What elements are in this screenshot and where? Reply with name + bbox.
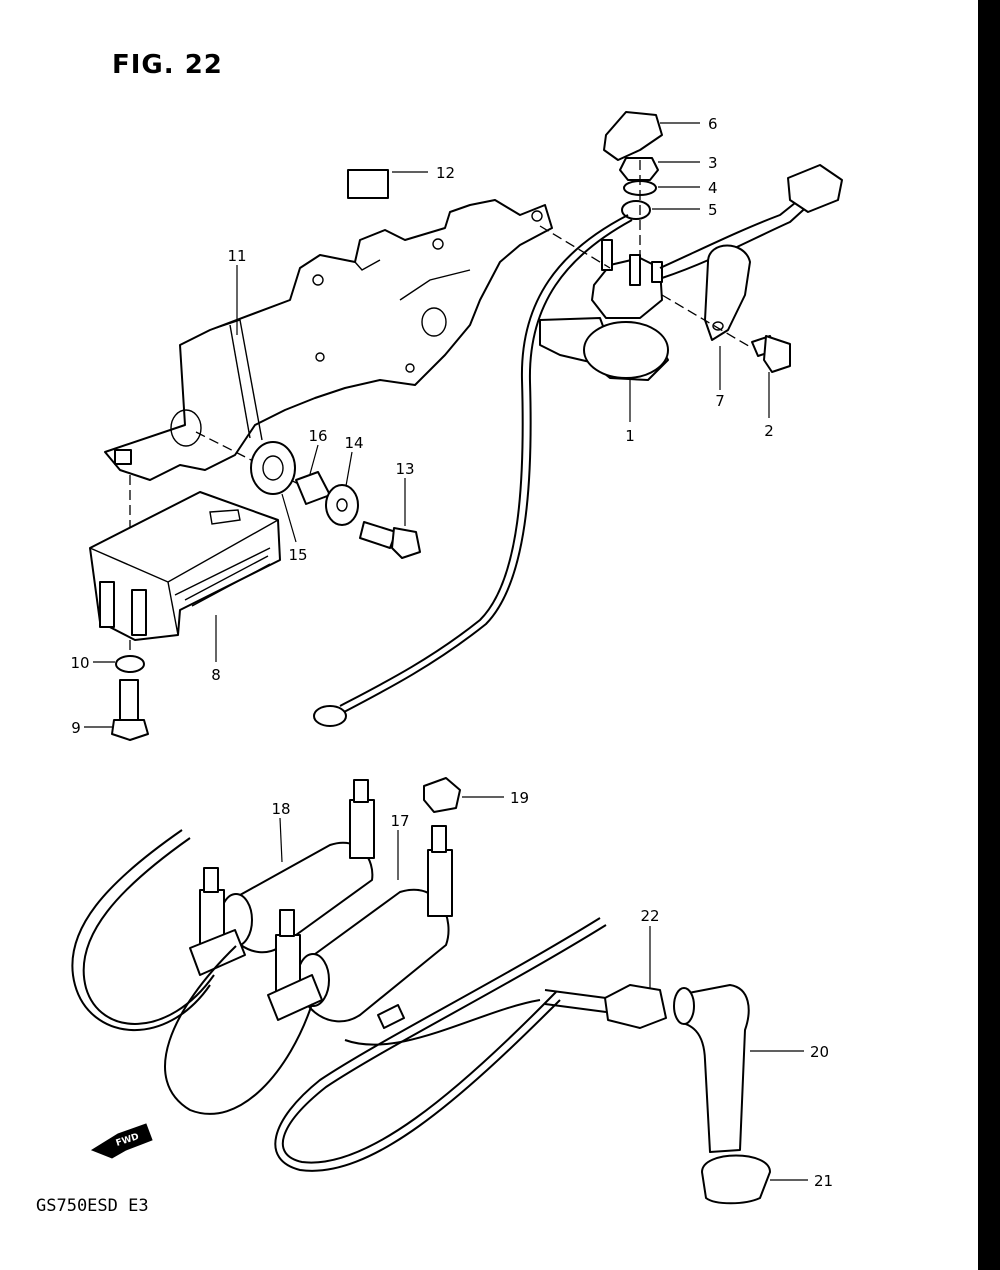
wire-terminal [621, 200, 651, 220]
callout-4: 4 [708, 179, 718, 197]
page-edge-bar [978, 0, 1000, 1270]
mounting-bracket [104, 199, 553, 481]
igniter-screw [111, 679, 149, 741]
callout-6: 6 [708, 115, 718, 133]
coil-nut [423, 777, 461, 813]
callout-leaders [84, 122, 808, 1181]
callout-21: 21 [814, 1172, 833, 1190]
callout-10: 10 [70, 654, 89, 672]
terminal-cap [603, 111, 663, 161]
fwd-arrow-icon: FWD [90, 1123, 153, 1159]
figure-title: FIG. 22 [112, 50, 223, 80]
callout-14: 14 [344, 434, 363, 452]
earth-lead [339, 214, 629, 707]
relay-harness [659, 194, 806, 269]
igniter-unit [89, 491, 281, 641]
callout-9: 9 [71, 719, 81, 737]
callout-12: 12 [436, 164, 455, 182]
starter-relay [539, 239, 669, 381]
callout-20: 20 [810, 1043, 829, 1061]
harness-connector [787, 164, 843, 213]
callout-8: 8 [211, 666, 221, 684]
callout-labels: 1 2 3 4 5 6 7 8 9 10 11 12 13 14 15 16 1… [70, 115, 833, 1190]
boot-seal [604, 984, 667, 1029]
high-tension-leads [71, 829, 607, 1172]
ignition-coil-front [267, 825, 453, 1029]
ignition-coil-rear [189, 779, 375, 976]
model-code: GS750ESD E3 [36, 1196, 149, 1216]
callout-13: 13 [395, 460, 414, 478]
spark-plug-cap [677, 984, 750, 1153]
bracket-clip [347, 169, 389, 199]
callout-2: 2 [764, 422, 774, 440]
callout-16: 16 [308, 427, 327, 445]
callout-17: 17 [390, 812, 409, 830]
igniter-washer [115, 655, 145, 673]
spacer [295, 471, 331, 505]
terminal-nut [619, 157, 659, 181]
callout-18: 18 [271, 800, 290, 818]
wire-clamp [704, 244, 751, 341]
cap-cover [701, 1154, 771, 1205]
callout-7: 7 [715, 392, 725, 410]
callout-11: 11 [227, 247, 246, 265]
callout-5: 5 [708, 201, 718, 219]
callout-19: 19 [510, 789, 529, 807]
mount-bolt [359, 521, 421, 559]
callout-15: 15 [288, 546, 307, 564]
grommet [250, 441, 296, 495]
callout-3: 3 [708, 154, 718, 172]
relay-screw [751, 335, 791, 373]
callout-1: 1 [625, 427, 635, 445]
earth-ring-terminal [313, 705, 347, 727]
callout-22: 22 [640, 907, 659, 925]
washer-large [325, 484, 359, 526]
